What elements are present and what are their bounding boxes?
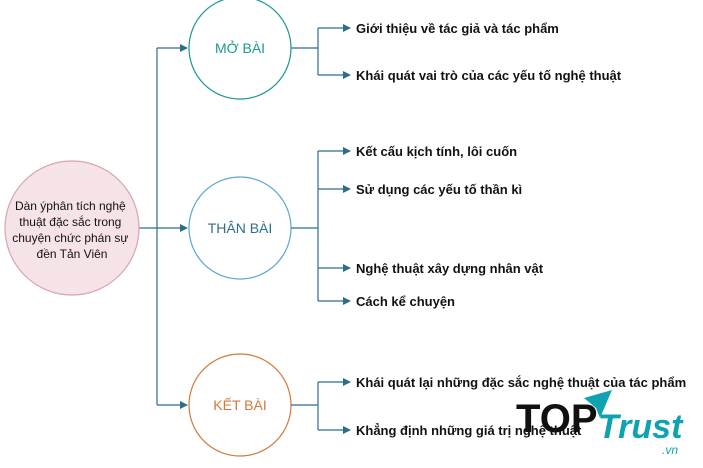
root-label-line: Dàn ýphân tích nghệ — [15, 199, 126, 213]
section-mo-bai: MỞ BÀI Giới thiệu về tác giả và tác phẩm… — [188, 0, 622, 100]
svg-text:.vn: .vn — [662, 443, 678, 457]
root-node: Dàn ýphân tích nghệ thuật đặc sắc trong … — [4, 160, 140, 296]
leaf-item: Khẳng định những giá trị nghệ thuật — [356, 423, 582, 438]
section-label: THÂN BÀI — [208, 220, 273, 236]
section-label: KẾT BÀI — [213, 397, 266, 413]
root-label-line: đền Tản Viên — [37, 247, 108, 261]
leaf-item: Nghệ thuật xây dựng nhân vật — [356, 261, 544, 276]
root-connectors — [139, 44, 188, 409]
root-label-line: thuật đặc sắc trong — [19, 214, 121, 229]
root-circle — [4, 160, 140, 296]
leaf-item: Cách kể chuyện — [356, 294, 455, 309]
section-ket-bai: KẾT BÀI Khái quát lại những đặc sắc nghệ… — [188, 353, 686, 457]
root-label: Dàn ýphân tích nghệ thuật đặc sắc trong … — [12, 199, 131, 261]
section-label: MỞ BÀI — [215, 39, 265, 56]
leaf-item: Sử dụng các yếu tố thần kì — [356, 182, 522, 197]
leaf-item: Giới thiệu về tác giả và tác phẩm — [356, 21, 559, 36]
root-label-line: chuyện chức phán sự — [12, 231, 128, 245]
leaf-item: Khái quát lại những đặc sắc nghệ thuật c… — [356, 375, 686, 390]
svg-text:Trust: Trust — [598, 408, 684, 446]
leaf-item: Khái quát vai trò của các yếu tố nghệ th… — [356, 68, 622, 83]
toptrust-watermark-logo: TOP Trust .vn — [516, 390, 684, 457]
leaf-item: Kết cấu kịch tính, lôi cuốn — [356, 144, 517, 159]
section-than-bai: THÂN BÀI Kết cấu kịch tính, lôi cuốn Sử … — [188, 144, 544, 309]
svg-text:TOP: TOP — [516, 397, 598, 441]
